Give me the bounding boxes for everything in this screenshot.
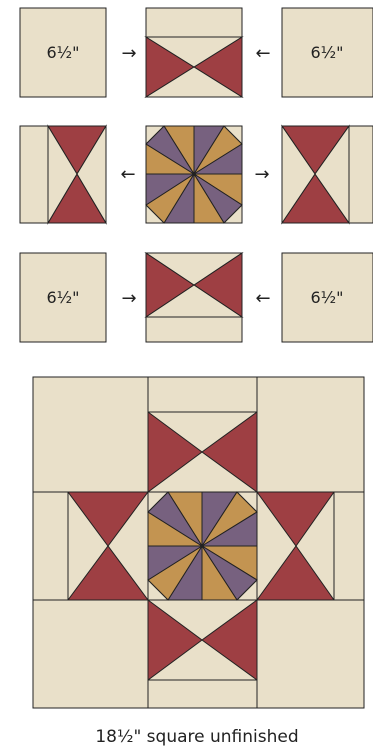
arrow-left-bottom: ← bbox=[255, 288, 270, 309]
row-1: 6½" → ← 6½" bbox=[19, 7, 373, 98]
assembled-center-octagon bbox=[147, 491, 258, 601]
caption: 18½" square unfinished bbox=[95, 727, 298, 747]
plain-square-bottom-right: 6½" bbox=[281, 252, 373, 343]
size-label-bottom-right: 6½" bbox=[310, 288, 343, 307]
plain-square-top-left: 6½" bbox=[19, 7, 107, 98]
size-label-top-left: 6½" bbox=[46, 43, 79, 62]
arrow-right-top: → bbox=[121, 43, 136, 64]
assembled-right-point bbox=[256, 491, 335, 601]
plain-square-bottom-left: 6½" bbox=[19, 252, 107, 343]
assembled-top-point bbox=[147, 411, 258, 493]
assembled-left-point bbox=[67, 491, 149, 601]
assembled-block bbox=[32, 376, 365, 709]
plain-square-top-right: 6½" bbox=[281, 7, 373, 98]
star-point-unit-bottom bbox=[144, 252, 244, 343]
arrow-left-middle: ← bbox=[120, 164, 135, 185]
star-point-unit-top bbox=[144, 7, 244, 98]
size-label-top-right: 6½" bbox=[310, 43, 343, 62]
row-2: ← → bbox=[19, 124, 373, 225]
row-3: 6½" → ← 6½" bbox=[19, 252, 373, 343]
center-octagon-unit bbox=[145, 125, 243, 224]
arrow-right-middle: → bbox=[254, 164, 269, 185]
assembled-bottom-point bbox=[147, 599, 258, 681]
arrow-left-top: ← bbox=[255, 43, 270, 64]
star-point-unit-left bbox=[19, 124, 107, 225]
size-label-bottom-left: 6½" bbox=[46, 288, 79, 307]
arrow-right-bottom: → bbox=[121, 288, 136, 309]
star-point-unit-right bbox=[281, 124, 373, 225]
